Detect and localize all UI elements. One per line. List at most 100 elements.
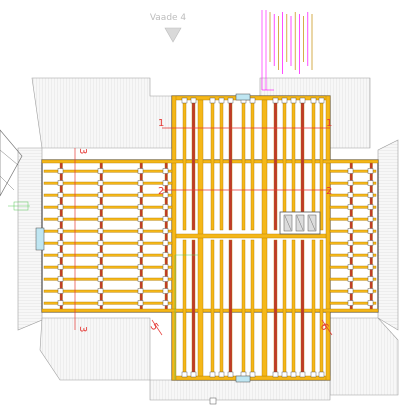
connector-square xyxy=(97,288,104,294)
annotation-text-lines xyxy=(269,12,313,74)
connector-square xyxy=(249,371,256,378)
connector-square xyxy=(290,371,297,378)
connector-square xyxy=(97,192,104,198)
connector-square xyxy=(318,97,325,104)
bottom-marker xyxy=(209,397,217,405)
grid-label-2-left: 2 xyxy=(158,186,164,197)
joist-horizontal-left xyxy=(43,241,173,245)
connector-square xyxy=(209,371,216,378)
connector-square xyxy=(272,371,279,378)
connector-square xyxy=(137,276,144,282)
stringer-right xyxy=(369,162,373,310)
connector-square xyxy=(57,180,64,186)
connector-square xyxy=(281,97,288,104)
stringer-left xyxy=(139,162,143,310)
connector-square xyxy=(162,276,169,282)
connector-square xyxy=(367,300,374,306)
connector-square xyxy=(272,97,279,104)
connector-square xyxy=(97,300,104,306)
connector-square xyxy=(97,276,104,282)
joist-vertical-upper xyxy=(273,99,278,231)
connector-square xyxy=(97,204,104,210)
beam-mid-horizontal xyxy=(175,233,327,239)
connector-square xyxy=(209,97,216,104)
connector-square xyxy=(347,240,354,246)
green-leaders xyxy=(8,205,198,380)
connector-layer xyxy=(57,97,374,378)
connector-square xyxy=(97,240,104,246)
connector-square xyxy=(97,216,104,222)
connector-square xyxy=(57,168,64,174)
joist-vertical-upper xyxy=(291,99,296,231)
connector-square xyxy=(97,252,104,258)
connector-square xyxy=(347,300,354,306)
connector-square xyxy=(367,252,374,258)
stringer-left xyxy=(99,162,103,310)
joist-vertical-lower xyxy=(250,239,255,377)
left-edge-detail xyxy=(0,129,23,197)
beam-cross-top xyxy=(41,159,379,164)
joist-vertical-lower xyxy=(282,239,287,377)
view-direction-arrow-icon xyxy=(164,27,182,43)
joist-vertical-upper xyxy=(241,99,246,231)
connector-square xyxy=(162,240,169,246)
connector-square xyxy=(310,371,317,378)
stringer-left xyxy=(59,162,63,310)
connector-square xyxy=(367,216,374,222)
joist-vertical-lower xyxy=(241,239,246,377)
connector-square xyxy=(367,276,374,282)
connector-square xyxy=(367,240,374,246)
joist-horizontal-left xyxy=(43,229,173,233)
connector-square xyxy=(299,97,306,104)
connector-square xyxy=(137,240,144,246)
connector-square xyxy=(347,180,354,186)
joist-vertical-upper xyxy=(219,99,224,231)
grid-label-3-top: 3 xyxy=(77,148,88,154)
roof-plane-right xyxy=(377,139,399,331)
connector-square xyxy=(57,288,64,294)
connector-square xyxy=(347,264,354,270)
joist-vertical-upper xyxy=(282,99,287,231)
roof-plane-bottom xyxy=(149,379,331,401)
connector-square xyxy=(347,204,354,210)
connector-square xyxy=(281,371,288,378)
connector-square xyxy=(181,97,188,104)
stringer-right xyxy=(349,162,353,310)
joist-vertical-upper xyxy=(182,99,187,231)
connector-square xyxy=(249,97,256,104)
connector-square xyxy=(367,264,374,270)
green-tag xyxy=(13,201,29,211)
joist-vertical-lower xyxy=(291,239,296,377)
roof-plane-top-left xyxy=(31,77,173,149)
connector-square xyxy=(97,168,104,174)
roof-plane-bottom-right xyxy=(329,317,399,396)
connector-square xyxy=(218,97,225,104)
beam-right-plate xyxy=(325,95,331,381)
connector-square xyxy=(227,97,234,104)
connector-square xyxy=(367,228,374,234)
joist-vertical-lower xyxy=(273,239,278,377)
connector-square xyxy=(367,180,374,186)
joist-horizontal-left xyxy=(43,265,173,269)
roof-planes xyxy=(17,77,399,401)
connector-square xyxy=(227,371,234,378)
connector-square xyxy=(310,97,317,104)
grid-label-1-right: 1 xyxy=(326,118,332,129)
roof-plane-bottom-left xyxy=(39,317,151,381)
joist-vertical-lower xyxy=(228,239,233,377)
connector-square xyxy=(162,252,169,258)
grid-label-6: 6 xyxy=(318,321,331,333)
connector-square xyxy=(137,216,144,222)
joist-vertical-upper xyxy=(319,99,324,231)
joist-horizontal-left xyxy=(43,301,173,305)
grid-label-2-right: 2 xyxy=(326,186,332,197)
joist-horizontal-left xyxy=(43,289,173,293)
connector-square xyxy=(137,180,144,186)
connector-square xyxy=(97,228,104,234)
connector-square xyxy=(137,288,144,294)
joist-vertical-upper xyxy=(250,99,255,231)
connector-square xyxy=(57,240,64,246)
connector-square xyxy=(137,264,144,270)
connector-square xyxy=(318,371,325,378)
